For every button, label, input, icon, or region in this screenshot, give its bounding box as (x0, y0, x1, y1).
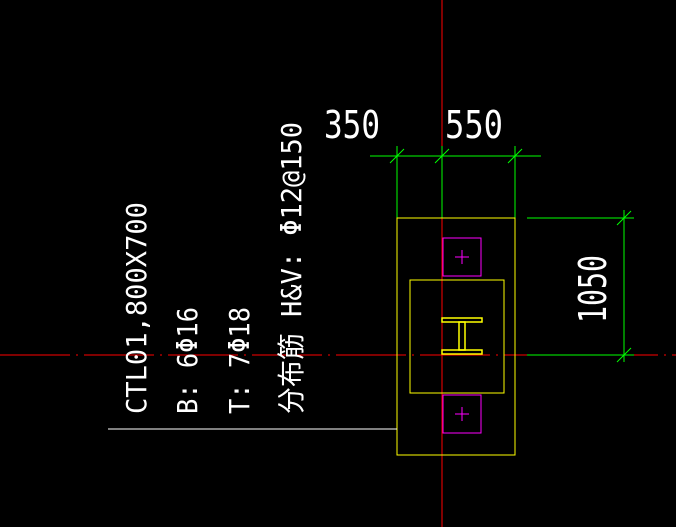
annotation-line-1: CTL01,800X700 (120, 202, 153, 414)
annotation-line-3: T: 7Φ18 (223, 307, 256, 414)
dimension-height: 1050 (571, 255, 615, 323)
right-tick (507, 148, 523, 164)
pile-bottom-box[interactable] (442, 394, 482, 434)
height-bottom-tick (616, 347, 632, 363)
steel-column-section[interactable] (441, 317, 483, 355)
pile-markers[interactable] (442, 237, 482, 434)
column-base-outline[interactable] (409, 279, 505, 394)
dimension-right-width: 550 (445, 103, 503, 147)
pile-top[interactable] (442, 237, 482, 277)
annotation-block: CTL01,800X700 B: 6Φ16 T: 7Φ18 分布筋 H&V: Φ… (120, 122, 308, 414)
cap-outline[interactable] (396, 217, 516, 456)
dimension-lines (370, 146, 634, 363)
web (458, 321, 466, 351)
pile-top-box[interactable] (442, 237, 482, 277)
height-top-tick (616, 210, 632, 226)
annotation-line-4: 分布筋 H&V: Φ12@150 (275, 122, 308, 414)
left-tick (389, 148, 405, 164)
annotation-line-2: B: 6Φ16 (171, 307, 204, 414)
pile-bottom[interactable] (442, 394, 482, 434)
foundation-outline[interactable] (396, 217, 516, 456)
center-tick (434, 148, 450, 164)
dimension-left-width: 350 (324, 103, 380, 147)
